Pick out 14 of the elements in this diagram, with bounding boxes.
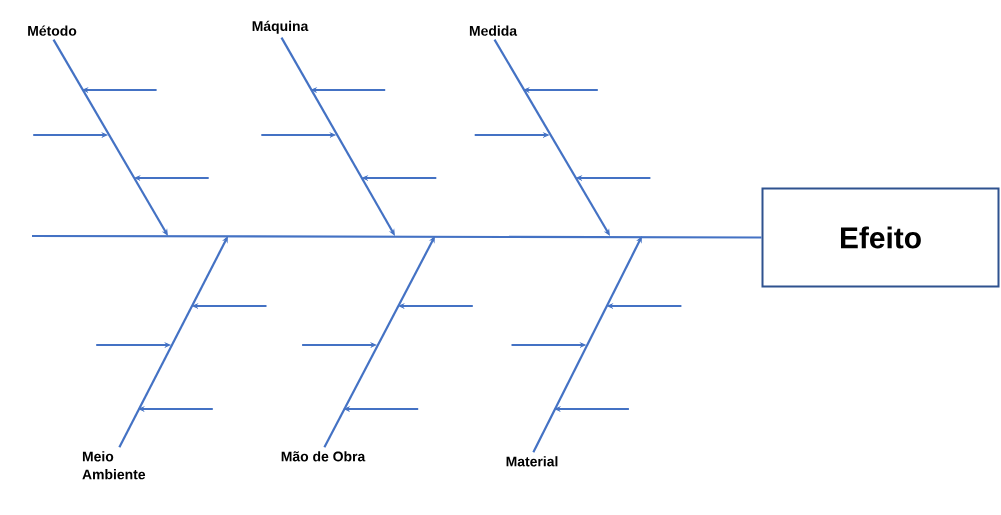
category-label: Medida — [469, 25, 518, 36]
spine-line — [32, 234, 762, 239]
bone-arrow — [118, 236, 228, 448]
bone-arrow — [52, 39, 168, 236]
category-label: Método — [28, 25, 77, 36]
category-label: Máquina — [252, 20, 309, 34]
bone-arrow — [280, 37, 395, 236]
category-label: Meio Ambiente — [82, 451, 146, 480]
category-label: Mão de Obra — [281, 451, 366, 462]
bone-arrow — [323, 236, 435, 448]
effect-box: Efeito — [761, 187, 1000, 288]
bone-arrow — [532, 236, 642, 453]
category-label: Material — [506, 456, 558, 467]
bone-arrow — [493, 39, 610, 236]
